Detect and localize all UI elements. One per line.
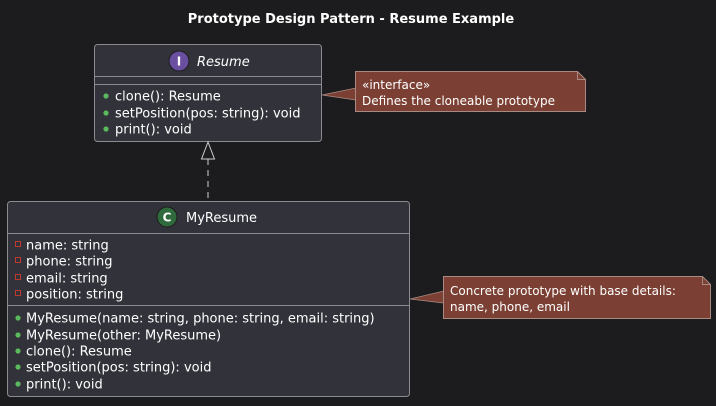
public-marker-icon (103, 110, 109, 116)
public-marker-icon (15, 381, 21, 387)
class-note-line: Concrete prototype with base details: (450, 284, 676, 298)
class-method: clone(): Resume (26, 345, 132, 360)
interface-method-row: clone(): Resume (103, 90, 221, 105)
interface-note-body (355, 71, 586, 112)
class-note: Concrete prototype with base details: na… (409, 276, 711, 319)
interface-note-fold (577, 71, 586, 80)
class-field: phone: string (26, 255, 113, 270)
private-marker-icon (15, 241, 21, 247)
class-method-row: setPosition(pos: string): void (15, 361, 211, 376)
class-name: MyResume (186, 211, 257, 226)
interface-note-line: Defines the cloneable prototype (362, 94, 555, 108)
interface-note-pointer (321, 87, 357, 101)
class-method-row: clone(): Resume (15, 345, 132, 360)
class-field-row: position: string (15, 288, 123, 303)
class-field-row: name: string (15, 239, 109, 254)
public-marker-icon (15, 332, 21, 338)
class-field-row: phone: string (15, 255, 113, 270)
class-method: print(): void (26, 378, 103, 393)
class-method-row: print(): void (15, 378, 103, 393)
realization-arrowhead-icon (200, 140, 216, 160)
class-field: name: string (26, 239, 109, 254)
class-note-pointer (409, 290, 445, 304)
interface-method: print(): void (115, 123, 192, 138)
class-note-line: name, phone, email (450, 300, 570, 314)
public-marker-icon (15, 348, 21, 354)
class-box-frame (7, 201, 410, 397)
interface-method: clone(): Resume (115, 90, 221, 105)
public-marker-icon (15, 364, 21, 370)
interface-name: Resume (197, 55, 250, 70)
class-box-myresume[interactable]: C MyResume name: string phone: string em… (7, 201, 410, 397)
class-badge-letter: C (163, 211, 172, 225)
private-marker-icon (15, 290, 21, 296)
private-marker-icon (15, 257, 21, 263)
interface-box-resume[interactable]: I Resume clone(): Resume setPosition(pos… (94, 44, 322, 142)
interface-badge-letter: I (177, 55, 181, 69)
private-marker-icon (15, 274, 21, 280)
interface-method: setPosition(pos: string): void (115, 107, 300, 122)
public-marker-icon (103, 126, 109, 132)
diagram-title: Prototype Design Pattern - Resume Exampl… (188, 12, 515, 27)
interface-method-row: setPosition(pos: string): void (103, 107, 300, 122)
interface-method-row: print(): void (103, 123, 192, 138)
interface-note-line: «interface» (362, 78, 430, 92)
interface-note: «interface» Defines the cloneable protot… (321, 71, 586, 112)
realization-connector (200, 140, 216, 201)
interface-stereotype-icon (168, 50, 190, 72)
class-method-row: MyResume(other: MyResume) (15, 329, 221, 344)
class-field: position: string (26, 288, 123, 303)
class-method: MyResume(other: MyResume) (26, 329, 221, 344)
class-method: MyResume(name: string, phone: string, em… (26, 312, 375, 327)
class-note-body (443, 276, 711, 319)
class-method: setPosition(pos: string): void (26, 361, 211, 376)
class-field-row: email: string (15, 272, 108, 287)
class-stereotype-icon (156, 206, 178, 228)
class-field: email: string (26, 272, 108, 287)
public-marker-icon (103, 93, 109, 99)
class-method-row: MyResume(name: string, phone: string, em… (15, 312, 375, 327)
class-note-fold (702, 276, 711, 285)
public-marker-icon (15, 315, 21, 321)
